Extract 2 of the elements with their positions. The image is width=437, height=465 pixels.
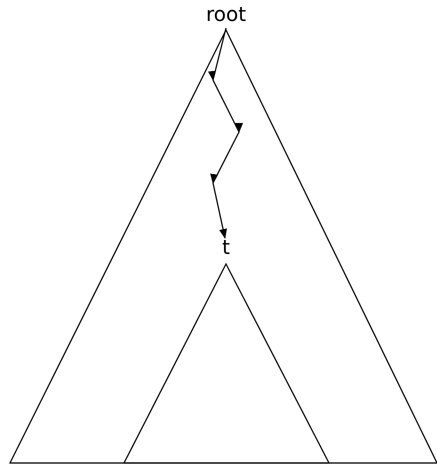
root-label: root — [206, 3, 246, 25]
node-label: t — [222, 236, 230, 258]
